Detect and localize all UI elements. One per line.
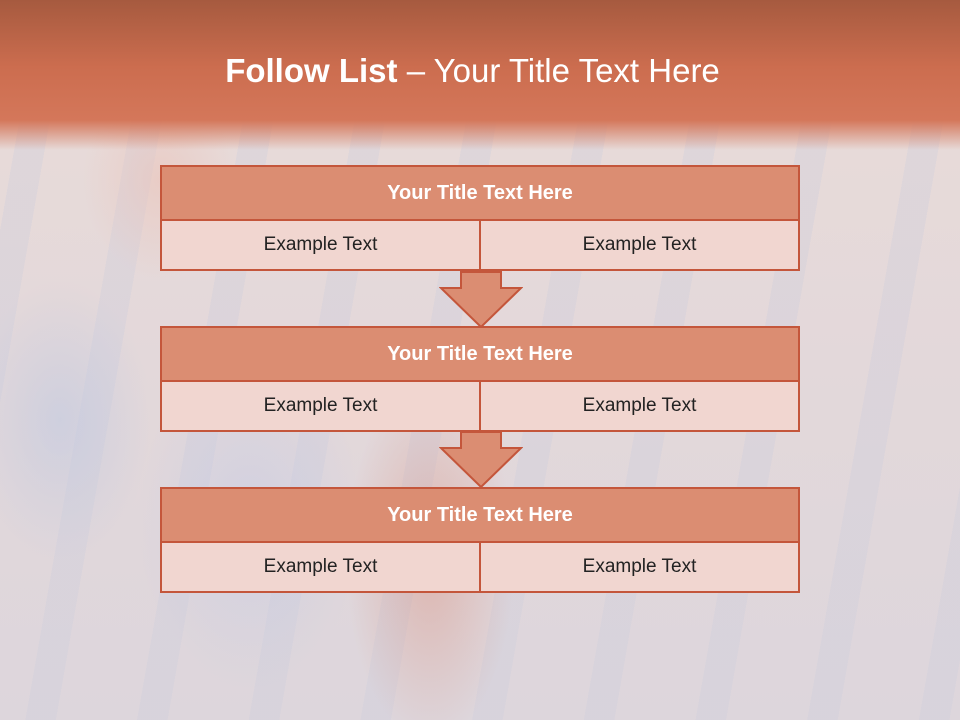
block-cell-right: Example Text xyxy=(481,221,800,271)
block-title: Your Title Text Here xyxy=(160,326,800,382)
block-cell-left: Example Text xyxy=(160,543,481,593)
block-row: Example Text Example Text xyxy=(160,221,800,271)
list-block-2: Your Title Text Here Example Text Exampl… xyxy=(160,326,800,432)
slide-title: Follow List – Your Title Text Here xyxy=(0,52,945,90)
title-bold: Follow List xyxy=(225,52,398,89)
block-cell-left: Example Text xyxy=(160,382,481,432)
block-cell-right: Example Text xyxy=(481,382,800,432)
list-block-3: Your Title Text Here Example Text Exampl… xyxy=(160,487,800,593)
list-block-1: Your Title Text Here Example Text Exampl… xyxy=(160,165,800,271)
block-row: Example Text Example Text xyxy=(160,543,800,593)
header-band xyxy=(0,0,960,150)
block-cell-left: Example Text xyxy=(160,221,481,271)
block-title: Your Title Text Here xyxy=(160,165,800,221)
block-title: Your Title Text Here xyxy=(160,487,800,543)
down-arrow-icon xyxy=(439,431,523,489)
block-row: Example Text Example Text xyxy=(160,382,800,432)
block-cell-right: Example Text xyxy=(481,543,800,593)
down-arrow-icon xyxy=(439,271,523,329)
title-rest: – Your Title Text Here xyxy=(397,52,720,89)
